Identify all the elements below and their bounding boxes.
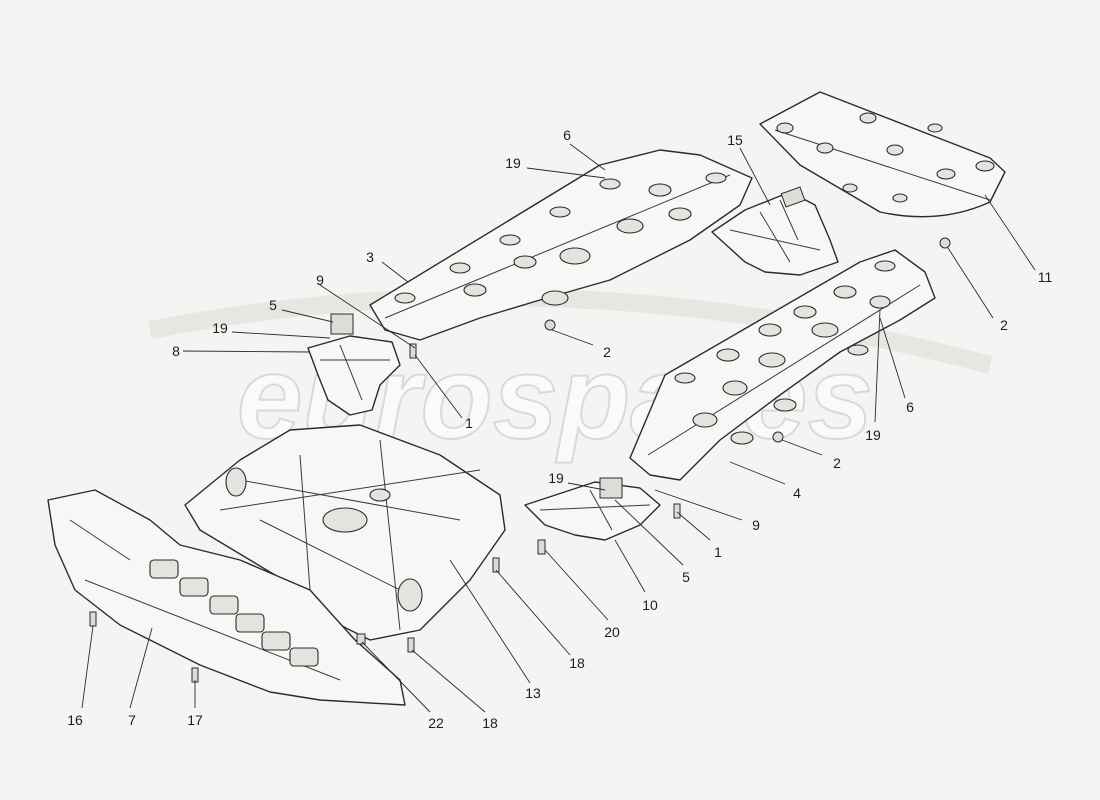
callout-7[interactable]: 7 (128, 712, 136, 728)
part-5-clip[interactable] (330, 313, 354, 335)
part-7-front-shield[interactable] (47, 489, 406, 706)
callout-2-left[interactable]: 2 (603, 344, 611, 360)
fastener-1-right[interactable] (673, 503, 681, 519)
callout-1-right[interactable]: 1 (714, 544, 722, 560)
callout-3[interactable]: 3 (366, 249, 374, 265)
part-13-central-tray[interactable] (184, 424, 506, 641)
callout-18-upper[interactable]: 18 (569, 655, 585, 671)
part-11-rear-panel[interactable] (759, 91, 1006, 218)
leader-lines (81, 143, 1036, 713)
callout-2-right[interactable]: 2 (833, 455, 841, 471)
callout-5-right[interactable]: 5 (682, 569, 690, 585)
callout-8[interactable]: 8 (172, 343, 180, 359)
callout-15[interactable]: 15 (727, 132, 743, 148)
callout-16[interactable]: 16 (67, 712, 83, 728)
callout-20[interactable]: 20 (604, 624, 620, 640)
fastener-2-right[interactable] (772, 431, 784, 443)
callout-22[interactable]: 22 (428, 715, 444, 731)
fastener-16[interactable] (89, 611, 97, 627)
callout-labels: 11 2 2 2 3 4 6 19 15 9 5 19 8 1 19 6 19 … (67, 127, 1052, 731)
fastener-20[interactable] (537, 539, 546, 555)
fastener-22[interactable] (356, 633, 366, 645)
part-4-right-side-panel[interactable] (629, 249, 936, 481)
fastener-18-lower[interactable] (407, 637, 415, 653)
part-8-left-bracket[interactable] (307, 313, 401, 416)
fasteners (89, 237, 951, 683)
callout-9-left[interactable]: 9 (316, 272, 324, 288)
callout-6-left[interactable]: 6 (563, 127, 571, 143)
fastener-2-rear[interactable] (939, 237, 951, 249)
callout-5-left[interactable]: 5 (269, 297, 277, 313)
callout-18-lower[interactable]: 18 (482, 715, 498, 731)
part-10-right-bracket[interactable] (524, 477, 661, 541)
callout-10[interactable]: 10 (642, 597, 658, 613)
callout-19-left[interactable]: 19 (212, 320, 228, 336)
callout-1-left[interactable]: 1 (465, 415, 473, 431)
callout-9-right[interactable]: 9 (752, 517, 760, 533)
fastener-17[interactable] (191, 667, 199, 683)
callout-19-top[interactable]: 19 (505, 155, 521, 171)
part-5b-clip[interactable] (599, 477, 623, 499)
callout-11[interactable]: 11 (1038, 269, 1053, 285)
fastener-18-upper[interactable] (492, 557, 500, 573)
callout-4[interactable]: 4 (793, 485, 801, 501)
callout-13[interactable]: 13 (525, 685, 541, 701)
callout-6-right[interactable]: 6 (906, 399, 914, 415)
fastener-1-left[interactable] (409, 343, 417, 359)
callout-2-rear[interactable]: 2 (1000, 317, 1008, 333)
part-3-left-side-panel[interactable] (369, 149, 753, 341)
fastener-2-left[interactable] (544, 319, 556, 331)
callout-17[interactable]: 17 (187, 712, 203, 728)
callout-19-bottom[interactable]: 19 (548, 470, 564, 486)
callout-19-right[interactable]: 19 (865, 427, 881, 443)
